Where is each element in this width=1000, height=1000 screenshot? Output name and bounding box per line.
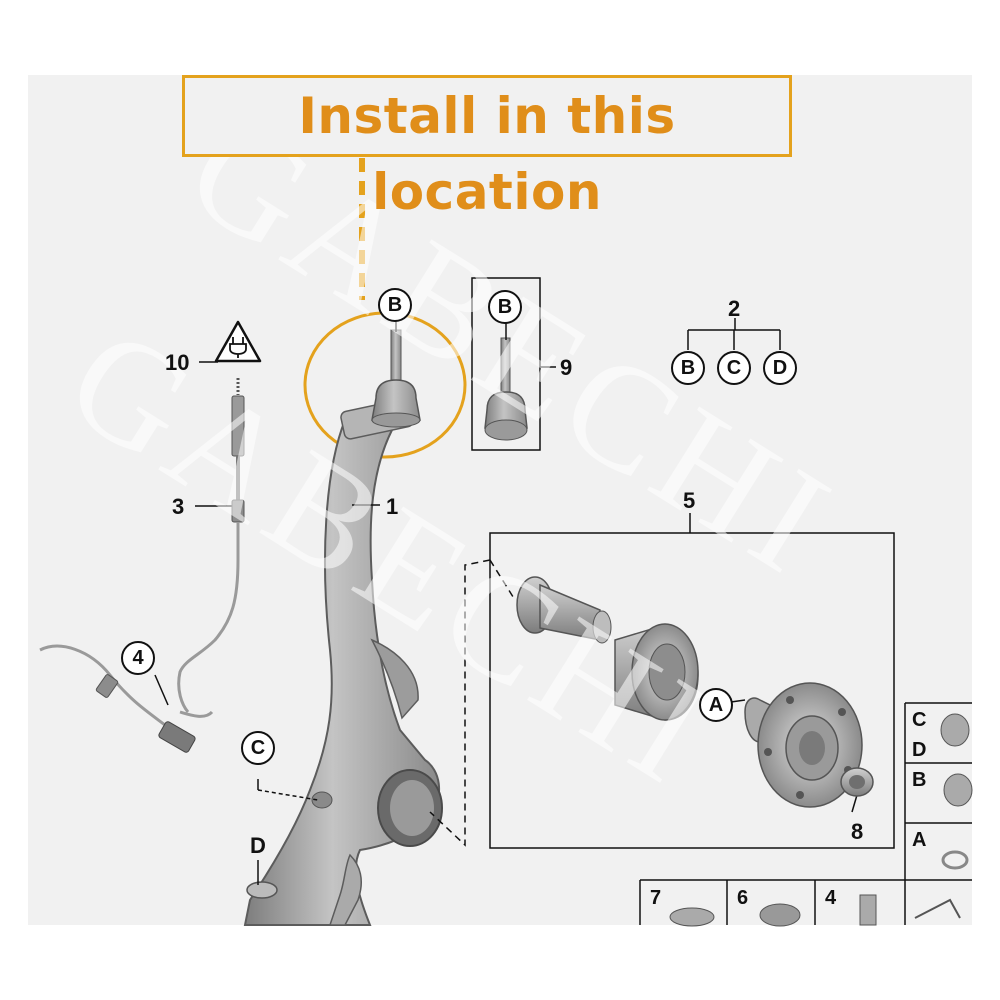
label-3: 3 (172, 494, 185, 519)
label-2: 2 (728, 296, 741, 321)
circle-label-c-group: C (717, 351, 751, 385)
side-table-d: D (912, 739, 927, 761)
hub-assembly-dashes (429, 559, 491, 847)
circle-label-b-installed: B (378, 288, 412, 322)
bottom-table-4: 4 (825, 887, 837, 909)
side-table-lines (904, 702, 972, 925)
label-d-knuckle: D (250, 833, 266, 858)
warning-plug-icon (214, 320, 262, 363)
sensor-cable (39, 378, 245, 753)
ball-joint-installed (371, 329, 421, 428)
bottom-table-7: 7 (650, 887, 662, 909)
label-10: 10 (165, 350, 190, 375)
circle-label-c-knuckle: C (241, 731, 275, 765)
ball-joint-spare (484, 337, 528, 441)
circle-label-b-part9: B (488, 290, 522, 324)
collar-nut (840, 767, 874, 797)
drive-flange (516, 576, 612, 644)
group2-bracket (687, 318, 781, 350)
label-8: 8 (851, 819, 864, 844)
circle-label-b-group: B (671, 351, 705, 385)
side-table-c: C (912, 709, 927, 731)
circle-label-a: A (699, 688, 733, 722)
label-9: 9 (560, 355, 573, 380)
install-location-callout: Install in this location (182, 75, 792, 221)
wheel-hub (744, 682, 863, 808)
hub-assembly-box (489, 532, 895, 849)
bottom-table-lines (639, 879, 905, 925)
side-table-a: A (912, 829, 927, 851)
label-5: 5 (683, 488, 696, 513)
bottom-table-6: 6 (737, 887, 749, 909)
label-1: 1 (386, 494, 399, 519)
circle-label-4: 4 (121, 641, 155, 675)
wheel-bearing (614, 623, 699, 721)
side-table-b: B (912, 769, 927, 791)
part9-box (471, 277, 541, 451)
circle-label-d-group: D (763, 351, 797, 385)
